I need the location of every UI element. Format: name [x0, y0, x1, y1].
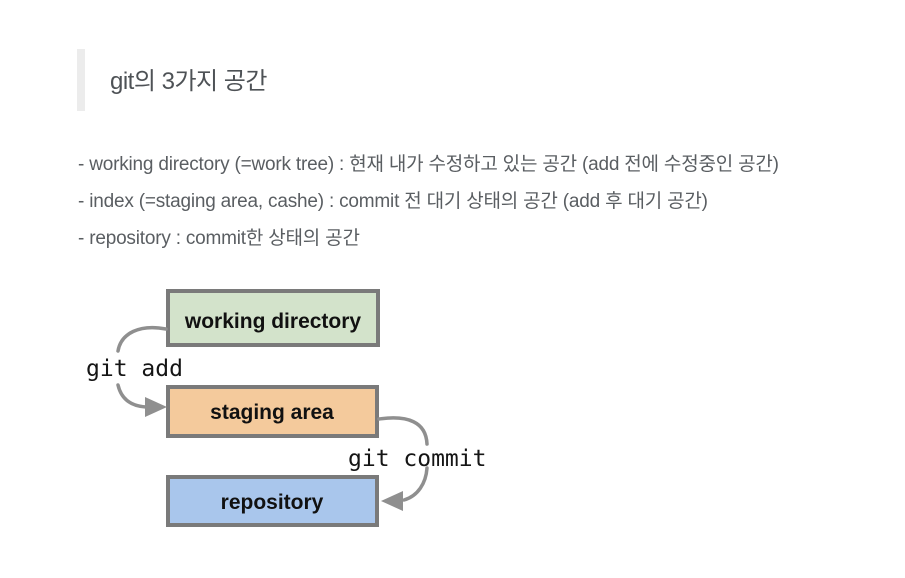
- staging-area-box: [166, 385, 379, 438]
- note-line-working-directory: - working directory (=work tree) : 현재 내가…: [78, 154, 779, 175]
- git-add-arrow-upper: [116, 325, 168, 353]
- git-commit-arrow-upper: [377, 416, 429, 446]
- git-commit-arrowhead-icon: [381, 491, 403, 511]
- note-line-repository: - repository : commit한 상태의 공간: [78, 228, 360, 249]
- repository-box: [166, 475, 379, 527]
- git-add-command-label: git add: [86, 356, 183, 382]
- git-add-arrow-lower: [116, 383, 148, 409]
- heading-accent-bar: [77, 49, 85, 111]
- note-line-index: - index (=staging area, cashe) : commit …: [78, 191, 708, 212]
- staging-area-label: staging area: [210, 401, 334, 424]
- working-directory-label: working directory: [184, 310, 362, 333]
- page-title: git의 3가지 공간: [110, 68, 267, 95]
- notes-block: - working directory (=work tree) : 현재 내가…: [78, 146, 893, 257]
- repository-label: repository: [221, 491, 324, 514]
- git-commit-arrow-lower: [402, 466, 429, 502]
- git-add-arrowhead-icon: [145, 397, 167, 417]
- git-spaces-diagram: working directory staging area repositor…: [86, 289, 486, 527]
- git-commit-command-label: git commit: [348, 446, 486, 472]
- working-directory-box: [166, 289, 380, 347]
